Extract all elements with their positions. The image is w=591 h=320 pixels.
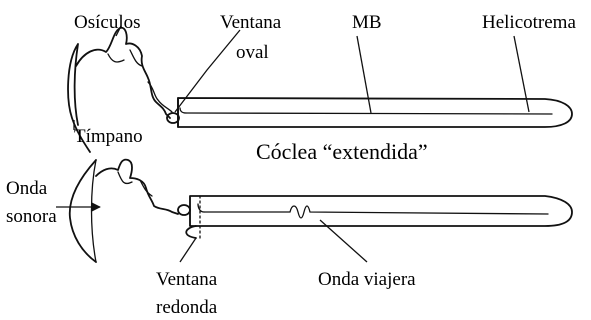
ossicles-shape-2 — [96, 160, 178, 214]
label-helicotrema: Helicotrema — [482, 12, 576, 33]
label-ventana-redonda-1: Ventana — [156, 269, 218, 290]
leader-ventana-oval — [175, 30, 240, 112]
label-onda-viajera: Onda viajera — [318, 269, 416, 290]
ossicles-shape — [76, 28, 170, 118]
oval-window-shape-2 — [178, 205, 190, 215]
label-mb: MB — [352, 12, 382, 33]
traveling-wave-membrane — [204, 206, 548, 218]
leader-mb — [357, 36, 371, 113]
label-osiculos: Osículos — [74, 12, 141, 33]
top-ear-diagram — [68, 28, 572, 152]
leader-helicotrema — [514, 36, 529, 112]
label-onda-sonora-2: sonora — [6, 206, 57, 227]
label-ventana-oval-1: Ventana — [220, 12, 282, 33]
bottom-ear-diagram — [70, 160, 572, 262]
label-onda-sonora-1: Onda — [6, 178, 48, 199]
round-window-shape — [186, 226, 196, 238]
leader-ventana-redonda — [180, 238, 196, 262]
label-timpano: Tímpano — [74, 126, 143, 147]
basilar-membrane-top — [186, 113, 552, 114]
caption-coclea-extendida: Cóclea “extendida” — [256, 139, 428, 164]
label-ventana-oval-2: oval — [236, 42, 269, 63]
label-ventana-redonda-2: redonda — [156, 297, 218, 318]
cochlea-tube-bottom — [190, 196, 572, 226]
